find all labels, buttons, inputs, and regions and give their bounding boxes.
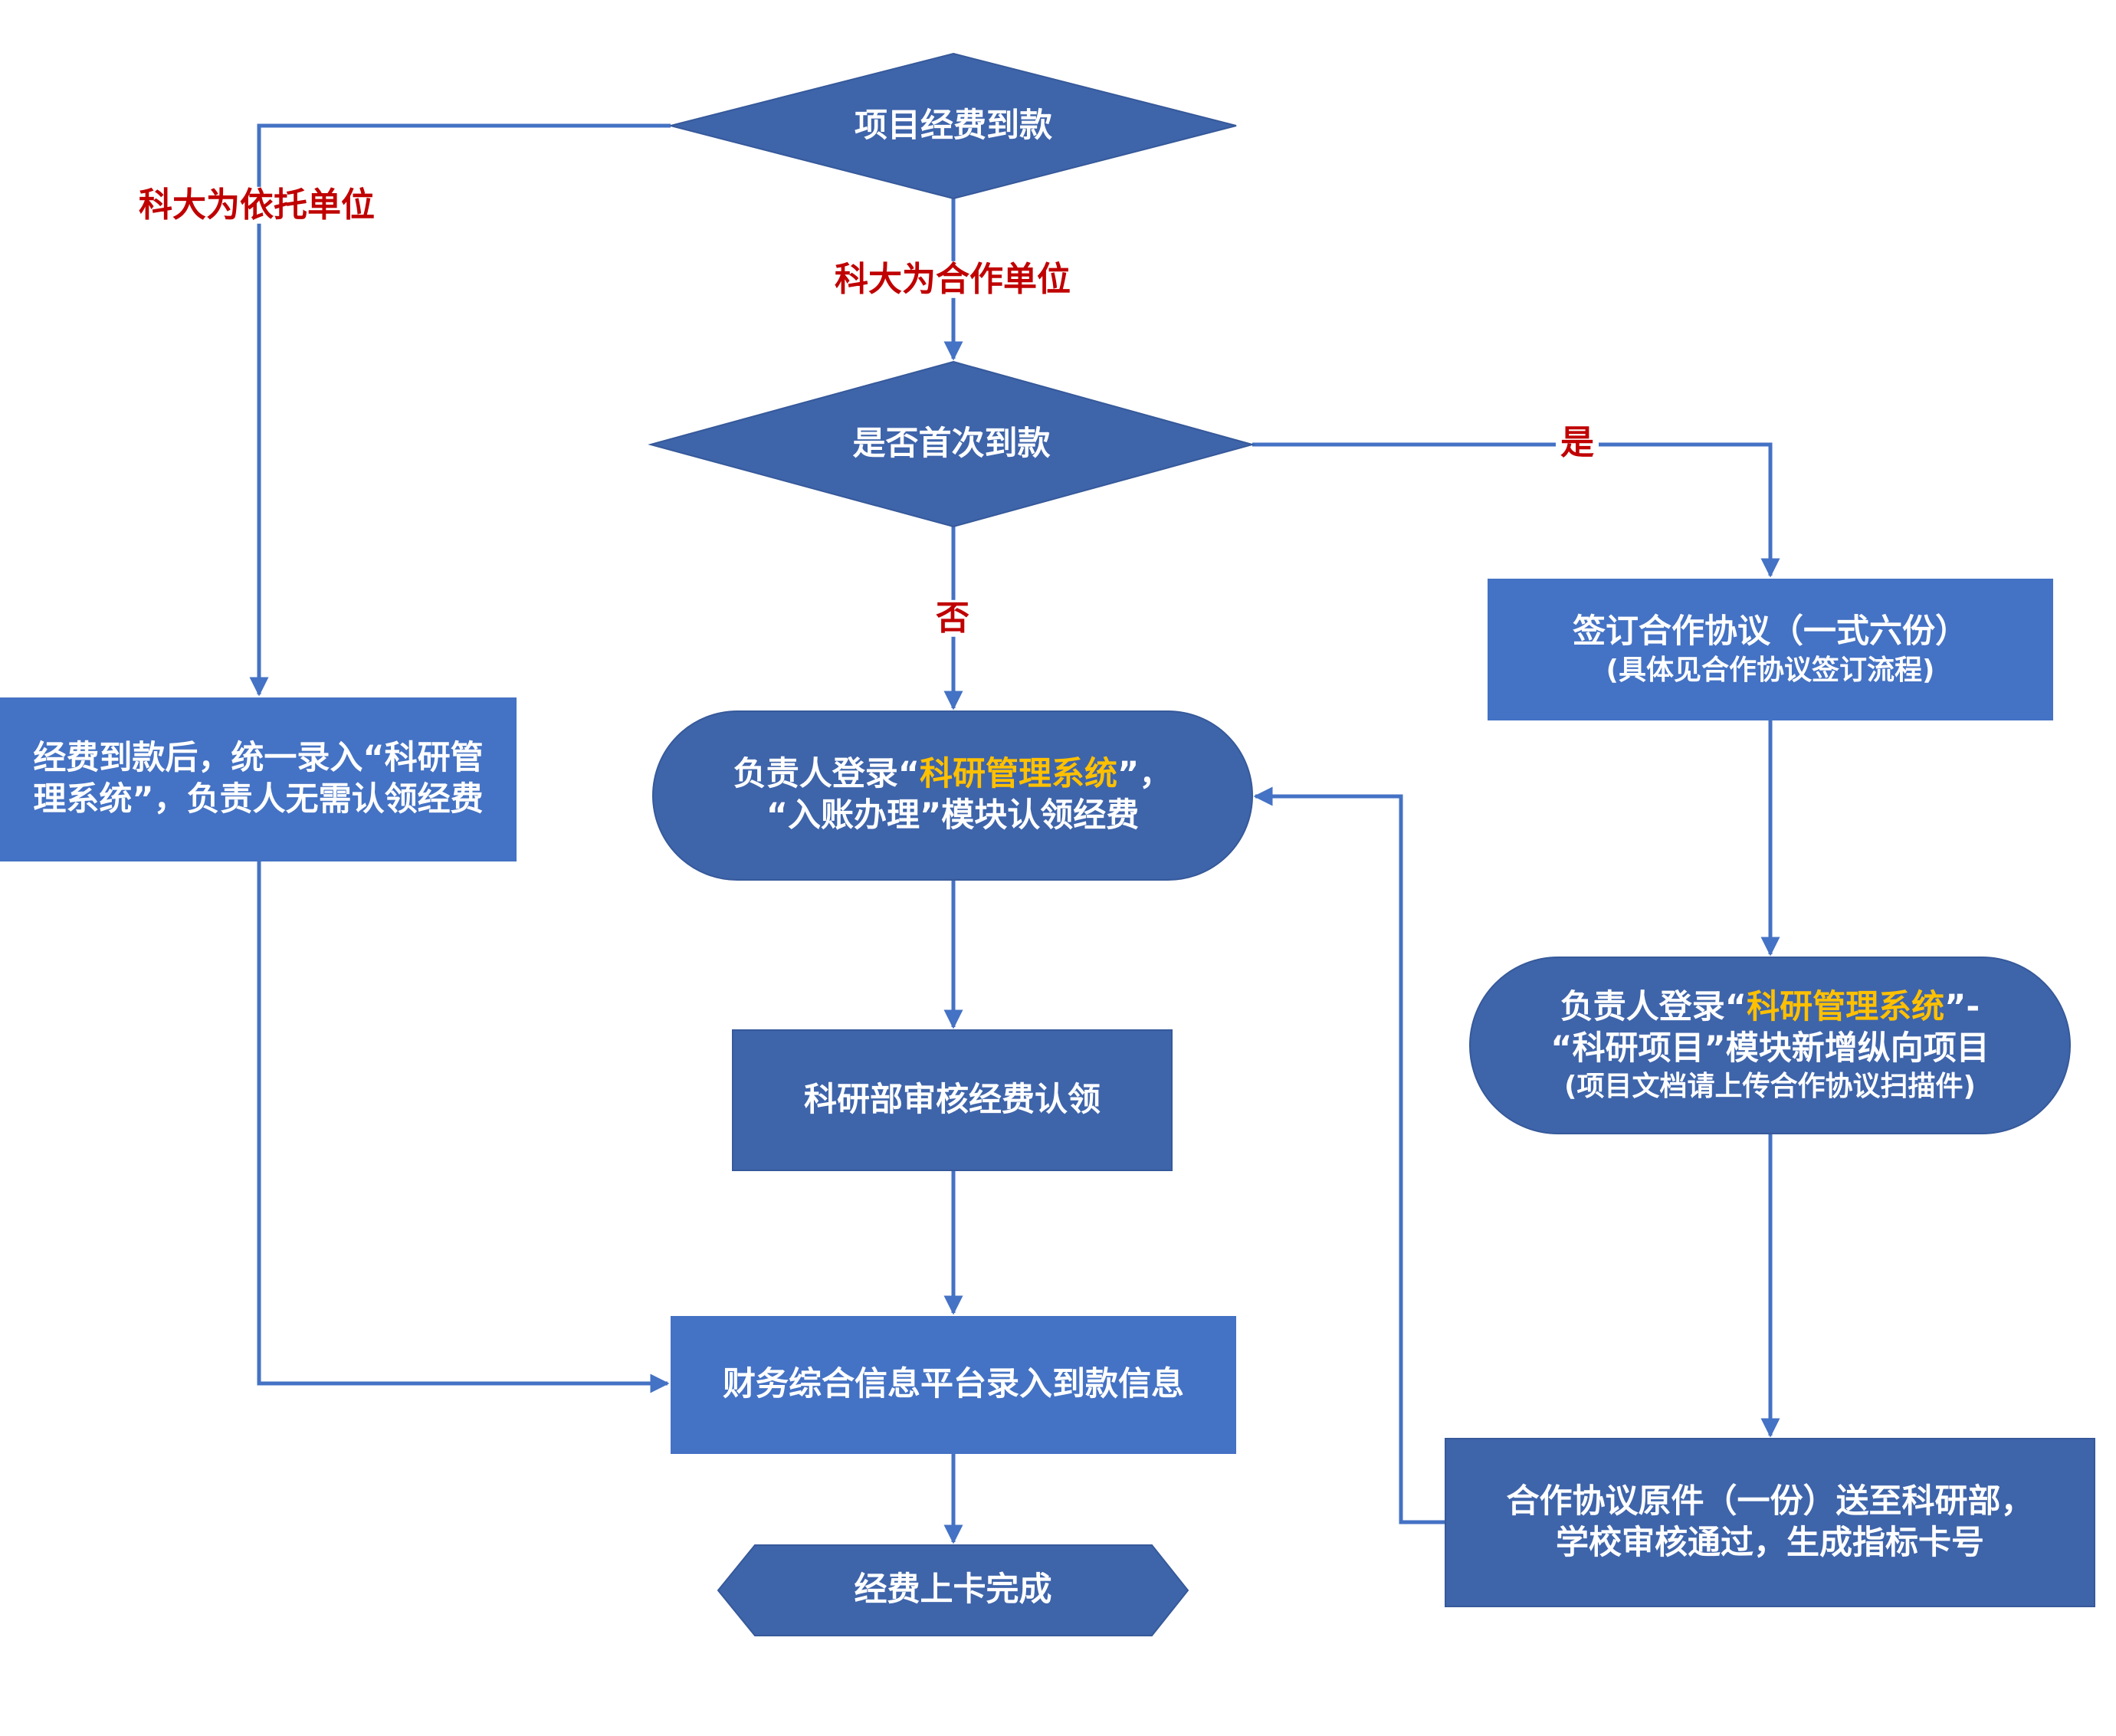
claim-prefix: 负责人登录“	[733, 755, 920, 794]
new-project-prefix: 负责人登录“	[1560, 987, 1747, 1026]
first-check-diamond[interactable]	[648, 360, 1255, 528]
finance-entry-text: 财务综合信息平台录入到款信息	[723, 1365, 1184, 1404]
edge-label-host-unit: 科大为依托单位	[134, 186, 379, 225]
edge-host-entry-to-finance	[257, 861, 670, 1393]
system-name-highlight: 科研管理系统	[1747, 987, 1945, 1026]
done-label: 经费上卡完成	[718, 1545, 1188, 1636]
submit-original-box[interactable]	[1445, 1438, 2095, 1607]
review-claim-text: 科研部审核经费认领	[804, 1080, 1101, 1119]
review-claim-label: 科研部审核经费认领	[733, 1030, 1172, 1170]
submit-original-line-1: 合作协议原件（一份）送至科研部，	[1506, 1482, 2034, 1521]
start-text: 项目经费到款	[855, 106, 1052, 145]
claim-suffix: ”，	[1117, 755, 1173, 794]
new-project-line-3: (项目文档请上传合作协议扫描件)	[1564, 1071, 1976, 1103]
claim-funds-pill[interactable]	[652, 710, 1253, 881]
claim-funds-line-1: 负责人登录“科研管理系统”，	[733, 754, 1173, 796]
host-entry-line-2: 理系统”，负责人无需认领经费	[33, 780, 484, 819]
new-project-label: 负责人登录“科研管理系统”- “科研项目”模块新增纵向项目 (项目文档请上传合作…	[1470, 957, 2070, 1134]
finance-entry-label: 财务综合信息平台录入到款信息	[671, 1316, 1236, 1454]
claim-funds-line-2: “入账办理”模块认领经费	[766, 796, 1140, 835]
first-check-label: 是否首次到款	[651, 362, 1252, 527]
new-project-pill[interactable]	[1469, 957, 2071, 1134]
edge-start-to-host-entry	[249, 123, 671, 697]
sign-agreement-line-1: 签订合作协议（一式六份）	[1573, 612, 1968, 651]
system-name-highlight: 科研管理系统	[920, 755, 1117, 794]
finance-entry-box[interactable]	[671, 1316, 1236, 1454]
done-text: 经费上卡完成	[854, 1570, 1052, 1610]
new-project-line-2: “科研项目”模块新增纵向项目	[1550, 1029, 1990, 1068]
edge-label-no: 否	[931, 599, 974, 638]
new-project-suffix: ”-	[1944, 987, 1980, 1026]
submit-original-line-2: 学校审核通过，生成指标卡号	[1556, 1523, 1984, 1562]
host-entry-label: 经费到款后，统一录入“科研管 理系统”，负责人无需认领经费	[0, 697, 517, 861]
new-project-line-1: 负责人登录“科研管理系统”-	[1560, 987, 1980, 1029]
start-diamond[interactable]	[670, 52, 1237, 200]
start-diamond-label: 项目经费到款	[671, 54, 1236, 199]
edge-label-partner-unit: 科大为合作单位	[830, 261, 1075, 299]
first-check-text: 是否首次到款	[852, 424, 1051, 463]
edge-first-check-to-sign-agreement	[1252, 442, 1780, 578]
done-hexagon[interactable]	[717, 1544, 1189, 1636]
review-claim-box[interactable]	[732, 1029, 1173, 1171]
sign-agreement-line-2: (具体见合作协议签订流程)	[1606, 654, 1935, 686]
edge-label-yes: 是	[1556, 424, 1599, 462]
edge-submit-to-claim-funds	[1253, 786, 1445, 1524]
sign-agreement-box[interactable]	[1488, 579, 2053, 720]
host-entry-line-1: 经费到款后，统一录入“科研管	[33, 739, 484, 778]
sign-agreement-label: 签订合作协议（一式六份） (具体见合作协议签订流程)	[1488, 579, 2053, 720]
claim-funds-label: 负责人登录“科研管理系统”， “入账办理”模块认领经费	[653, 711, 1252, 880]
submit-original-label: 合作协议原件（一份）送至科研部， 学校审核通过，生成指标卡号	[1445, 1439, 2095, 1606]
host-entry-box[interactable]	[0, 697, 517, 861]
